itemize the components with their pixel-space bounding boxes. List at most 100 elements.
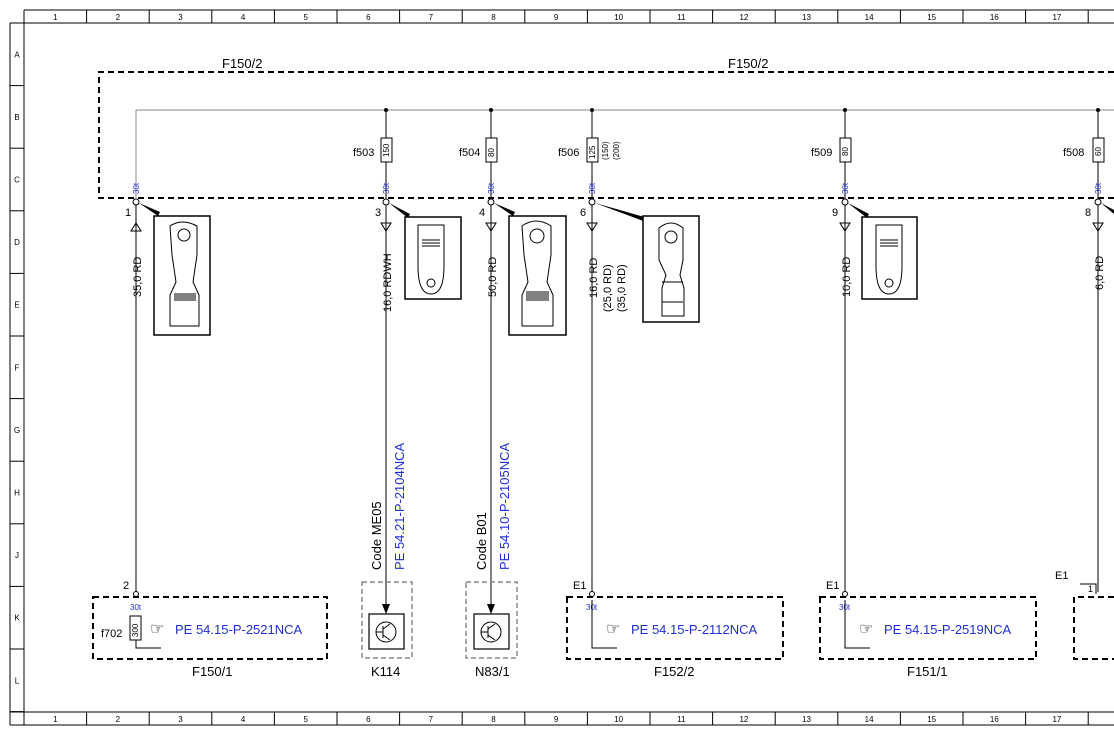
box-label-right: F150/2	[728, 56, 768, 71]
wire-spec: 16,0 RDWH	[382, 253, 394, 312]
fuse-name: f509	[811, 147, 832, 159]
box-tag: 30t	[130, 603, 142, 612]
terminal-tag: 30t	[382, 182, 391, 194]
column-label: 10	[614, 13, 623, 22]
row-label: F	[15, 363, 20, 372]
terminal-tag: 30t	[841, 182, 850, 194]
column-label: 6	[366, 715, 371, 724]
terminal-9: 9 10,0 RD	[832, 198, 918, 592]
column-label: 15	[927, 13, 936, 22]
connector-lug-icon	[875, 224, 903, 295]
column-label: 4	[241, 13, 246, 22]
wire-spec: 16,0 RD	[588, 258, 600, 298]
column-label: 16	[990, 13, 999, 22]
box-pin: E1	[1055, 570, 1068, 582]
component-label: F152/2	[654, 664, 694, 679]
row-label: H	[14, 489, 20, 498]
fuse-f503: f503 150	[353, 108, 393, 200]
fuse-name: f504	[459, 147, 480, 159]
column-label: 2	[116, 13, 121, 22]
column-label: 7	[429, 715, 434, 724]
column-label: 11	[677, 715, 686, 724]
connector-image	[642, 215, 700, 323]
wire-spec: 10,0 RD	[841, 257, 853, 297]
row-label: A	[14, 50, 20, 59]
hand-pointer-icon: ☞	[606, 621, 620, 638]
module-symbol	[473, 613, 510, 650]
terminal-pin: 6	[580, 207, 586, 219]
column-label: 15	[927, 715, 936, 724]
column-label: 11	[677, 13, 686, 22]
terminal-3: 3 16,0 RDWH	[375, 198, 462, 612]
row-label: K	[14, 614, 20, 623]
fuse-rating: 300	[131, 623, 140, 637]
column-label: 16	[990, 715, 999, 724]
column-label: 12	[739, 13, 748, 22]
connector-lug-icon	[417, 224, 445, 295]
row-label: G	[14, 426, 20, 435]
transistor-icon	[375, 621, 397, 643]
fuse-rating: 80	[841, 147, 850, 156]
wire-spec: 6,0 RD	[1094, 256, 1106, 290]
reference-link[interactable]: PE 54.15-P-2521NCA	[175, 622, 303, 637]
column-ticks	[23, 10, 1089, 725]
column-label: 9	[554, 715, 559, 724]
column-label: 12	[739, 715, 748, 724]
terminal-tag: 30t	[132, 182, 141, 194]
row-ticks	[10, 22, 24, 713]
fuse-name: f503	[353, 147, 374, 159]
wire-spec: 35,0 RD	[132, 257, 144, 297]
column-label: 2	[116, 715, 121, 724]
component-box-f152-2: E1 30t ☞ PE 54.15-P-2112NCA F152/2	[566, 580, 784, 679]
fuse-rating: 60	[1094, 147, 1103, 156]
row-label: E	[14, 301, 19, 310]
box-label-left: F150/2	[222, 56, 262, 71]
column-label: 4	[241, 715, 246, 724]
component-box-partial: E1 1	[1055, 570, 1114, 660]
drawing-frame	[9, 9, 1114, 726]
row-label: C	[14, 176, 20, 185]
component-label: N83/1	[475, 664, 510, 679]
terminal-6: 6 16,0 RD (25,0 RD) (35,0 RD)	[580, 198, 700, 592]
fuse-extra-rating: (150)	[601, 141, 610, 160]
component-box-n83-1: Code B01 PE 54.10-P-2105NCA N83/1	[465, 442, 518, 679]
connector-image	[153, 215, 211, 336]
box-pin: E1	[826, 580, 839, 592]
column-label: 6	[366, 13, 371, 22]
fuse-f504: f504 80	[459, 108, 498, 200]
reference-link[interactable]: PE 54.15-P-2112NCA	[631, 622, 758, 637]
connector-lug-icon	[658, 222, 685, 317]
fuse-f506: f506 125 (150) (200)	[558, 108, 621, 200]
column-label: 1	[53, 13, 58, 22]
component-box-f150-1: 2 30t 300 f702 ☞ PE 54.15-P-2521NCA F150…	[92, 580, 328, 679]
box-pin: 2	[123, 580, 129, 592]
wire-spec: (35,0 RD)	[616, 264, 628, 312]
reference-link[interactable]: PE 54.10-P-2105NCA	[497, 442, 512, 570]
component-label: F151/1	[907, 664, 947, 679]
terminal-tag: 30t	[588, 182, 597, 194]
terminal-tags: 30t 30t 30t 30t 30t 30t	[132, 182, 1103, 194]
box-pin: 1	[1088, 584, 1093, 594]
connector-image	[404, 216, 462, 300]
terminal-8: 8 6,0 RD	[1085, 198, 1114, 592]
fuse-f508: f508 60	[1063, 108, 1105, 200]
reference-link[interactable]: PE 54.21-P-2104NCA	[392, 442, 407, 570]
column-label: 5	[303, 13, 308, 22]
box-pin: E1	[573, 580, 586, 592]
terminal-pin: 9	[832, 207, 838, 219]
reference-link[interactable]: PE 54.15-P-2519NCA	[884, 622, 1012, 637]
transistor-icon	[480, 621, 502, 643]
connector-lug-icon	[521, 220, 554, 327]
relay-symbol	[368, 613, 405, 650]
terminal-pin: 4	[479, 207, 485, 219]
hand-pointer-icon: ☞	[150, 621, 164, 638]
column-label: 14	[865, 13, 874, 22]
fuse-name: f702	[101, 628, 122, 640]
fuse-name: f506	[558, 147, 579, 159]
top-distribution-box: F150/2 F150/2	[98, 56, 1114, 199]
row-label: D	[14, 238, 20, 247]
column-label: 3	[178, 715, 183, 724]
option-code: Code B01	[474, 512, 489, 570]
